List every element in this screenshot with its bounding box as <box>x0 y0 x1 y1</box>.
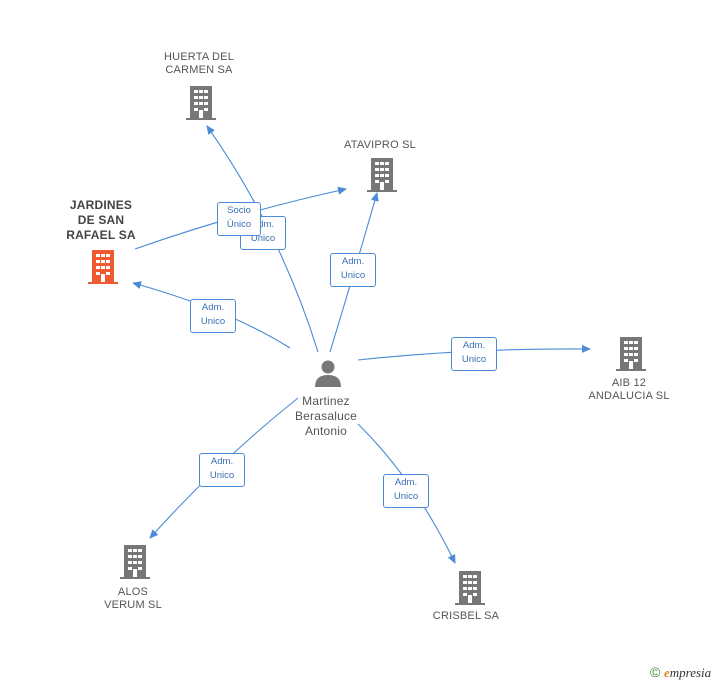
building-icon[interactable] <box>120 545 150 579</box>
building-icon[interactable] <box>367 158 397 192</box>
edge-label-adm-alos: Adm. Unico <box>199 453 245 487</box>
building-icon[interactable] <box>455 571 485 605</box>
edge-label-adm-aib: Adm. Unico <box>451 337 497 371</box>
copyright-symbol: © <box>650 664 661 680</box>
node-label-person[interactable]: Martinez Berasaluce Antonio <box>294 394 358 438</box>
node-label-atavipro[interactable]: ATAVIPRO SL <box>344 139 416 151</box>
edge-label-adm-jardines: Adm. Unico <box>190 299 236 333</box>
node-label-jardines[interactable]: JARDINES DE SAN RAFAEL SA <box>66 198 136 242</box>
node-label-aib[interactable]: AIB 12 ANDALUCIA SL <box>588 377 670 402</box>
building-icon[interactable] <box>616 337 646 371</box>
edge-label-adm-atavipro: Adm. Unico <box>330 253 376 287</box>
brand-name: empresia <box>663 665 712 680</box>
node-label-crisbel[interactable]: CRISBEL SA <box>432 610 500 622</box>
empresia-logo: © empresia <box>650 664 711 681</box>
person-icon[interactable] <box>313 358 343 388</box>
edge-label-socio-unico: Socio Único <box>217 202 261 236</box>
node-label-huerta[interactable]: HUERTA DEL CARMEN SA <box>163 51 235 76</box>
building-icon[interactable] <box>186 86 216 120</box>
building-icon-focus[interactable] <box>87 250 119 284</box>
node-label-alos[interactable]: ALOS VERUM SL <box>104 586 162 611</box>
edge-label-adm-crisbel: Adm. Unico <box>383 474 429 508</box>
